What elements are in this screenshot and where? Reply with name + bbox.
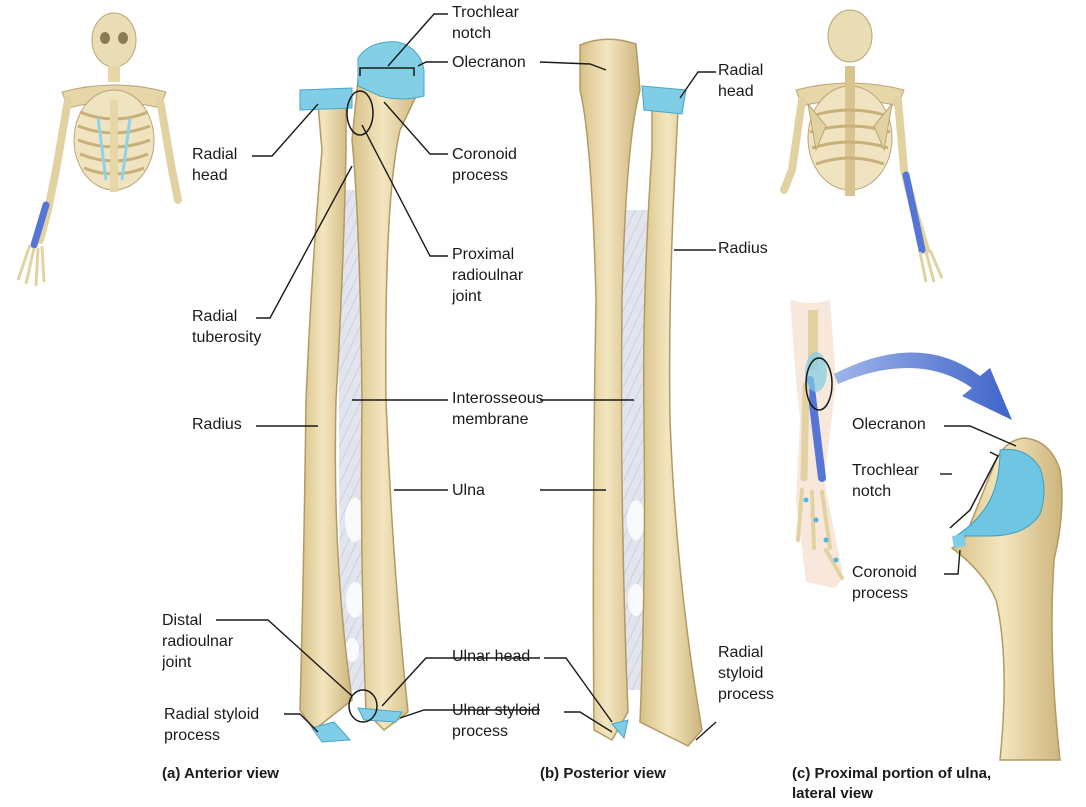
label-interosseous-membrane: Interosseous membrane bbox=[452, 390, 544, 428]
distal-radioulnar-joint-circle bbox=[348, 689, 378, 723]
label-proximal-radioulnar-joint: Proximal radioulnar joint bbox=[452, 246, 524, 305]
skeleton-thumbnail-posterior bbox=[780, 9, 944, 283]
label-coronoid-process-a: Coronoid process bbox=[452, 146, 517, 184]
caption-anterior-view: (a) Anterior view bbox=[162, 765, 279, 782]
diagram-labels: Trochlear notch Olecranon Radial head Co… bbox=[162, 4, 926, 744]
label-ulna: Ulna bbox=[452, 482, 485, 499]
view-captions: (a) Anterior view (b) Posterior view (c)… bbox=[162, 765, 992, 802]
label-olecranon-c: Olecranon bbox=[852, 416, 926, 433]
label-radius-a: Radius bbox=[192, 416, 242, 433]
radius-posterior bbox=[639, 105, 703, 747]
skeleton-thumbnail-anterior bbox=[16, 12, 182, 287]
label-trochlear-notch-a: Trochlear notch bbox=[452, 4, 519, 42]
radial-head-cartilage-anterior bbox=[299, 87, 353, 111]
interosseous-membrane-posterior bbox=[622, 210, 648, 690]
label-radial-head-a: Radial head bbox=[192, 146, 238, 184]
caption-posterior-view: (b) Posterior view bbox=[540, 765, 666, 782]
trochlear-notch-cartilage-anterior bbox=[357, 41, 425, 100]
proximal-radioulnar-joint-circle bbox=[346, 90, 374, 136]
radial-head-cartilage-posterior bbox=[641, 85, 687, 115]
label-radial-head-b: Radial head bbox=[718, 62, 764, 100]
caption-lateral-view: (c) Proximal portion of ulna, lateral vi… bbox=[792, 765, 992, 802]
ulnar-styloid-cartilage-posterior bbox=[611, 719, 629, 740]
label-distal-radioulnar-joint: Distal radioulnar joint bbox=[162, 612, 234, 671]
label-radial-styloid-process-a: Radial styloid process bbox=[164, 706, 260, 744]
anterior-view-bones bbox=[299, 41, 425, 743]
ulna-closeup-lateral bbox=[949, 437, 1063, 761]
label-ulnar-styloid-process: Ulnar styloid process bbox=[452, 702, 541, 740]
distal-cartilage-anterior bbox=[311, 721, 352, 743]
label-ulnar-head: Ulnar head bbox=[452, 648, 531, 665]
posterior-view-bones bbox=[579, 38, 703, 747]
zoom-arrow bbox=[834, 352, 1012, 420]
radius-anterior bbox=[299, 104, 353, 732]
label-olecranon-a: Olecranon bbox=[452, 54, 526, 71]
trochlear-notch-cartilage-lateral bbox=[954, 448, 1045, 537]
lateral-view-arm bbox=[790, 300, 1012, 588]
label-trochlear-notch-c: Trochlear notch bbox=[852, 462, 919, 500]
ulna-posterior bbox=[579, 38, 641, 742]
label-radial-tuberosity: Radial tuberosity bbox=[192, 308, 262, 346]
label-radius-b: Radius bbox=[718, 240, 768, 257]
label-radial-styloid-process-b: Radial styloid process bbox=[718, 644, 775, 703]
ulnar-head-cartilage-anterior bbox=[357, 707, 403, 723]
label-coronoid-process-c: Coronoid process bbox=[852, 564, 917, 602]
leader-lines bbox=[216, 13, 1017, 741]
elbow-highlight-circle bbox=[805, 357, 833, 411]
